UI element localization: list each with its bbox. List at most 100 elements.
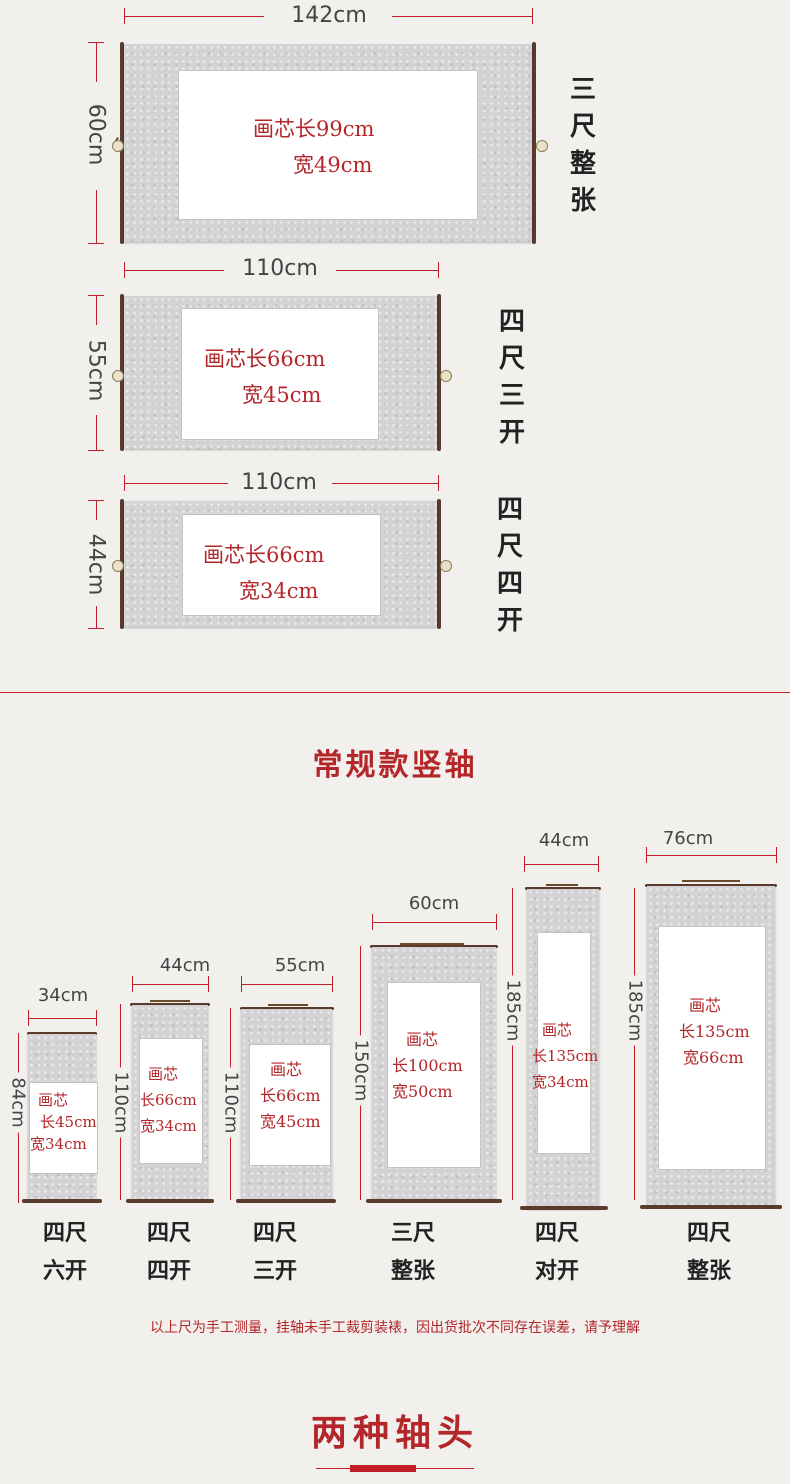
dim-line [124, 16, 264, 17]
core-width: 宽49cm [293, 153, 373, 177]
height-label: 185cm [624, 975, 646, 1046]
dim-tick [332, 976, 333, 992]
dim-line [241, 984, 332, 985]
disclaimer-text: 以上尺为手工测量，挂轴未手工裁剪装裱，因出货批次不同存在误差，请予理解 [150, 1320, 640, 1336]
height-label: 110cm [220, 1067, 242, 1138]
scroll-knob [440, 560, 452, 572]
title-underline-bar [350, 1465, 416, 1472]
dim-tick [496, 914, 497, 930]
scroll-rod [525, 887, 601, 890]
scroll-rod [236, 1199, 336, 1203]
hanging-string [268, 1004, 308, 1006]
dim-line [132, 984, 208, 985]
hanging-string [546, 884, 578, 886]
dim-line [646, 855, 776, 856]
painting-core: 画芯长66cm 宽45cm [181, 308, 379, 440]
scroll-name: 四尺三开 [498, 307, 525, 448]
painting-core: 画芯 长45cm 宽34cm [29, 1082, 98, 1174]
scroll-rod [532, 42, 536, 244]
dim-line [96, 500, 97, 520]
hanging-string [682, 880, 740, 882]
dim-line [372, 922, 496, 923]
dim-tick [88, 450, 104, 451]
core-width: 宽45cm [242, 383, 322, 407]
painting-core: 画芯长66cm 宽34cm [182, 514, 381, 616]
core-length: 画芯长66cm [204, 347, 326, 371]
height-label: 84cm [7, 1072, 29, 1133]
dim-line [96, 606, 97, 628]
section-title-axis: 两种轴头 [310, 1412, 479, 1454]
core-width: 宽34cm [239, 579, 319, 603]
scroll-rod [27, 1032, 97, 1035]
painting-core: 画芯 长66cm 宽45cm [249, 1044, 331, 1166]
scroll-rod [126, 1199, 214, 1203]
scroll-knob [440, 370, 452, 382]
painting-core: 画芯 长135cm 宽34cm [532, 932, 598, 1154]
scroll-name: 四尺三开 [252, 1220, 297, 1284]
dim-line [96, 190, 97, 243]
height-label: 150cm [350, 1035, 372, 1106]
height-label: 44cm [83, 533, 109, 596]
scroll-rod [370, 945, 498, 948]
scroll-rod [520, 1206, 608, 1210]
scroll-rod [645, 884, 777, 887]
height-label: 110cm [110, 1067, 132, 1138]
scroll-name: 四尺整张 [686, 1220, 731, 1284]
scroll-rod [130, 1003, 210, 1006]
dim-line [96, 415, 97, 450]
dim-tick [96, 1010, 97, 1026]
width-label: 60cm [408, 893, 460, 914]
dim-line [96, 295, 97, 325]
dim-line [336, 270, 438, 271]
scroll-name: 三尺整张 [569, 75, 596, 216]
dim-line [332, 483, 438, 484]
dim-tick [208, 976, 209, 992]
height-label: 60cm [83, 103, 109, 166]
scroll-rod [437, 294, 441, 451]
scroll-rod [437, 499, 441, 629]
scroll-name: 三尺整张 [390, 1220, 435, 1284]
scroll-rod [366, 1199, 502, 1203]
core-length: 画芯长66cm [203, 543, 325, 567]
dim-tick [438, 475, 439, 491]
section-title-vertical: 常规款竖轴 [312, 748, 478, 783]
section-divider [0, 692, 790, 693]
width-label: 142cm [291, 3, 367, 28]
painting-core: 画芯 长100cm 宽50cm [387, 982, 481, 1168]
scroll-knob [536, 140, 548, 152]
scroll-rod [22, 1199, 102, 1203]
painting-core: 画芯 长135cm 宽66cm [658, 926, 766, 1170]
dim-line [392, 16, 532, 17]
scroll-knob [112, 560, 124, 572]
width-label: 44cm [159, 955, 211, 976]
dim-tick [776, 847, 777, 863]
width-label: 76cm [662, 828, 714, 849]
width-label: 55cm [274, 955, 326, 976]
dim-line [524, 864, 598, 865]
height-label: 55cm [83, 339, 109, 402]
dim-line [96, 42, 97, 82]
dim-tick [532, 8, 533, 24]
width-label: 34cm [37, 985, 89, 1006]
core-length: 画芯长99cm [253, 117, 375, 141]
hanging-string [400, 943, 464, 945]
width-label: 110cm [241, 470, 317, 495]
dim-tick [88, 628, 104, 629]
scroll-name: 四尺四开 [496, 495, 523, 636]
scroll-name: 四尺四开 [146, 1220, 191, 1284]
painting-core: 画芯长99cm 宽49cm [178, 70, 478, 220]
scroll-name: 四尺六开 [42, 1220, 87, 1284]
scroll-name: 四尺对开 [534, 1220, 579, 1284]
dim-line [124, 483, 228, 484]
height-label: 185cm [502, 975, 524, 1046]
dim-line [28, 1018, 96, 1019]
width-label: 44cm [538, 830, 590, 851]
dim-line [124, 270, 224, 271]
hanging-string [150, 1000, 190, 1002]
scroll-knob [112, 370, 124, 382]
dim-tick [438, 262, 439, 278]
scroll-rod [240, 1007, 334, 1010]
scroll-rod [640, 1205, 782, 1209]
painting-core: 画芯 长66cm 宽34cm [139, 1038, 203, 1164]
width-label: 110cm [242, 256, 318, 281]
